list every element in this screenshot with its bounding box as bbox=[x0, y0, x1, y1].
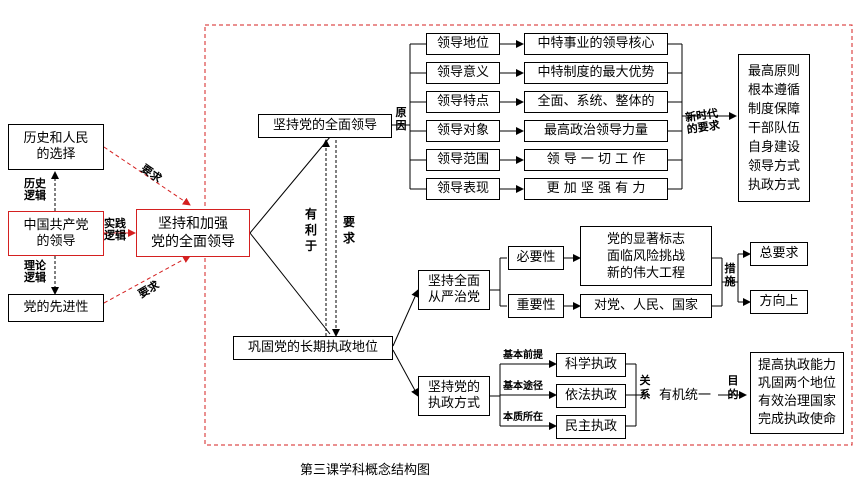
practice-logic-label: 实践 逻辑 bbox=[104, 217, 126, 242]
reason-item-box: 领导表现 bbox=[426, 178, 500, 200]
reason-item-box: 领导意义 bbox=[426, 62, 500, 84]
path-label: 基本途径 bbox=[503, 381, 543, 392]
importance-detail-text: 对党、人民、国家 bbox=[593, 298, 698, 313]
reason-item-box: 领导对象 bbox=[426, 120, 500, 142]
reason-label: 原因 bbox=[395, 106, 407, 132]
organic-unity-box: 有机统一 bbox=[652, 384, 718, 408]
premise-label: 基本前提 bbox=[503, 350, 543, 361]
history-people-choice-box: 历史和人民 的选择 bbox=[8, 124, 104, 170]
reason-detail-text: 领 导 一 切 工 作 bbox=[546, 152, 646, 167]
importance-text: 重要性 bbox=[516, 298, 556, 313]
reason-detail-box: 最高政治领导力量 bbox=[524, 120, 668, 142]
direction-box: 方向上 bbox=[750, 290, 808, 314]
leadership-box: 坚持党的全面领导 bbox=[258, 114, 392, 138]
reason-detail-box: 中特制度的最大优势 bbox=[524, 62, 668, 84]
ruling-position-box: 巩固党的长期执政地位 bbox=[233, 336, 393, 360]
reason-item-text: 领导地位 bbox=[436, 36, 489, 51]
reason-item-text: 领导意义 bbox=[436, 65, 489, 80]
essence-label: 本质所在 bbox=[503, 412, 543, 423]
goal-label: 目的 bbox=[727, 374, 739, 401]
general-requirement-text: 总要求 bbox=[759, 246, 799, 261]
necessity-text: 必要性 bbox=[516, 250, 556, 265]
reason-detail-box: 中特事业的领导核心 bbox=[524, 33, 668, 55]
history-people-choice-text: 历史和人民 的选择 bbox=[23, 131, 89, 162]
ruling-position-text: 巩固党的长期执政地位 bbox=[247, 340, 378, 355]
scientific-governance-box: 科学执政 bbox=[556, 353, 626, 377]
line-ruling-to-governance bbox=[392, 349, 419, 397]
theory-logic-label: 理论 逻辑 bbox=[24, 259, 46, 284]
arrow-history-to-main bbox=[103, 146, 191, 206]
reason-detail-box: 全面、系统、整体的 bbox=[524, 91, 668, 113]
organic-unity-text: 有机统一 bbox=[658, 388, 711, 403]
reason-detail-box: 更 加 坚 强 有 力 bbox=[524, 178, 668, 200]
reason-item-box: 领导地位 bbox=[426, 33, 500, 55]
reason-item-text: 领导对象 bbox=[436, 123, 489, 138]
reason-detail-box: 领 导 一 切 工 作 bbox=[524, 149, 668, 171]
goals-text: 提高执政能力 巩固两个地位 有效治理国家 完成执政使命 bbox=[757, 358, 836, 427]
figure-caption: 第三课学科概念结构图 bbox=[300, 463, 431, 478]
requirements-box: 最高原则 根本遵循 制度保障 干部队伍 自身建设 领导方式 执政方式 bbox=[738, 54, 810, 202]
measures-label: 措施 bbox=[724, 262, 736, 288]
reason-item-text: 领导特点 bbox=[436, 94, 489, 109]
lawful-governance-text: 依法执政 bbox=[564, 388, 617, 403]
reason-detail-text: 中特制度的最大优势 bbox=[537, 65, 655, 80]
importance-detail-box: 对党、人民、国家 bbox=[580, 294, 712, 318]
importance-box: 重要性 bbox=[508, 294, 564, 318]
reason-detail-text: 最高政治领导力量 bbox=[543, 123, 648, 138]
democratic-governance-text: 民主执政 bbox=[564, 419, 617, 434]
necessity-detail-text: 党的显著标志 面临风险挑战 新的伟大工程 bbox=[606, 231, 685, 281]
governance-method-box: 坚持党的 执政方式 bbox=[418, 376, 490, 416]
reason-item-box: 领导范围 bbox=[426, 149, 500, 171]
general-requirement-box: 总要求 bbox=[750, 242, 808, 266]
necessity-box: 必要性 bbox=[508, 246, 564, 270]
scientific-governance-text: 科学执政 bbox=[564, 357, 617, 372]
reason-detail-text: 中特事业的领导核心 bbox=[537, 36, 655, 51]
line-main-to-ruling bbox=[249, 232, 331, 335]
arrow-advanced-to-main bbox=[103, 255, 191, 304]
leadership-text: 坚持党的全面领导 bbox=[272, 118, 377, 133]
history-logic-label: 历史 逻辑 bbox=[24, 177, 46, 202]
governance-method-text: 坚持党的 执政方式 bbox=[427, 380, 480, 411]
reason-detail-text: 全面、系统、整体的 bbox=[537, 94, 655, 109]
benefit-label: 有利于 bbox=[304, 207, 317, 253]
reason-detail-text: 更 加 坚 强 有 力 bbox=[546, 181, 646, 196]
require-label: 要求 bbox=[342, 215, 355, 245]
reason-item-box: 领导特点 bbox=[426, 91, 500, 113]
reason-item-text: 领导范围 bbox=[436, 152, 489, 167]
direction-text: 方向上 bbox=[759, 294, 799, 309]
democratic-governance-box: 民主执政 bbox=[556, 415, 626, 439]
reason-item-text: 领导表现 bbox=[436, 181, 489, 196]
main-topic-box: 坚持和加强 党的全面领导 bbox=[136, 209, 250, 257]
relation-label: 关系 bbox=[639, 374, 651, 401]
line-main-to-leadership bbox=[249, 136, 331, 234]
strict-governance-text: 坚持全面 从严治党 bbox=[427, 274, 480, 305]
necessity-detail-box: 党的显著标志 面临风险挑战 新的伟大工程 bbox=[580, 226, 712, 286]
line-ruling-to-strict bbox=[392, 289, 419, 347]
party-advanced-box: 党的先进性 bbox=[8, 294, 104, 322]
party-advanced-text: 党的先进性 bbox=[23, 300, 89, 315]
dashed-frame bbox=[204, 24, 853, 446]
strict-governance-box: 坚持全面 从严治党 bbox=[418, 270, 490, 310]
ccp-leadership-box: 中国共产党 的领导 bbox=[8, 211, 104, 256]
lawful-governance-box: 依法执政 bbox=[556, 384, 626, 408]
requirements-text: 最高原则 根本遵循 制度保障 干部队伍 自身建设 领导方式 执政方式 bbox=[747, 63, 800, 193]
ccp-leadership-text: 中国共产党 的领导 bbox=[23, 217, 89, 249]
new-era-label: 新时代 的要求 bbox=[684, 106, 721, 137]
main-topic-text: 坚持和加强 党的全面领导 bbox=[151, 216, 235, 250]
goals-box: 提高执政能力 巩固两个地位 有效治理国家 完成执政使命 bbox=[750, 352, 844, 434]
